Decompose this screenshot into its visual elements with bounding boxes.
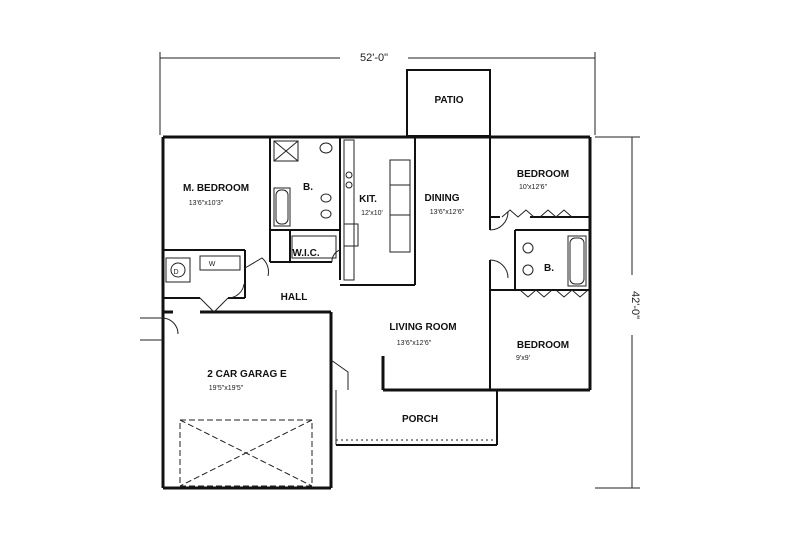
sink-icon	[320, 193, 332, 203]
kitchen: KIT. 12'x10'	[359, 194, 383, 217]
master-bedroom: M. BEDROOM 13'6"x10'3"	[183, 183, 249, 207]
walk-in-closet-label: W.I.C.	[292, 248, 319, 259]
living-room-size: 13'6"x12'6"	[397, 340, 432, 347]
dining: DINING 13'6"x12'6"	[425, 193, 465, 216]
width-dimension-label: 52'-0"	[360, 52, 388, 64]
bedroom-1-size: 10'x12'6"	[519, 184, 548, 191]
bedroom-1: BEDROOM 10'x12'6"	[517, 169, 569, 191]
kitchen-label: KIT.	[359, 194, 377, 205]
kitchen-island	[389, 159, 411, 253]
doors	[140, 211, 509, 390]
door-icon	[199, 297, 229, 313]
stove-burner-icon	[345, 181, 353, 189]
door-icon	[330, 359, 349, 390]
kitchen-counter	[343, 139, 355, 281]
width-dimension: 52'-0"	[159, 50, 596, 135]
door-icon	[489, 211, 509, 231]
dining-label: DINING	[425, 193, 460, 204]
garage-entry-door-icon	[162, 317, 179, 335]
washer-icon	[199, 255, 241, 271]
sink-icon	[522, 242, 534, 254]
kitchen-size: 12'x10'	[361, 210, 383, 217]
living-room: LIVING ROOM 13'6"x12'6"	[389, 322, 456, 347]
porch: PORCH	[335, 390, 498, 446]
interior-walls	[163, 137, 590, 390]
toilet-icon	[522, 264, 534, 276]
refrigerator-icon	[343, 223, 359, 247]
door-icon	[489, 259, 509, 279]
porch-label: PORCH	[402, 414, 438, 425]
sink-icon	[320, 209, 332, 219]
toilet-icon	[319, 142, 333, 154]
patio: PATIO	[406, 69, 491, 137]
exterior-walls	[161, 135, 592, 490]
depth-dimension-label: 42'-0"	[629, 291, 641, 319]
bedroom-2-label: BEDROOM	[517, 340, 569, 351]
living-room-label: LIVING ROOM	[389, 322, 456, 333]
stove-burner-icon	[345, 171, 353, 179]
dryer-label: D	[173, 269, 178, 276]
bathtub-icon	[273, 187, 291, 227]
hall-bath-label: B.	[544, 263, 554, 274]
dryer-icon	[165, 257, 191, 283]
depth-dimension: 42'-0"	[595, 136, 641, 489]
patio-label: PATIO	[434, 95, 463, 106]
bathtub-icon	[567, 235, 587, 287]
washer-label: W	[209, 261, 216, 268]
fixtures: W D	[165, 139, 589, 298]
shower-icon	[273, 140, 299, 162]
garage-size: 19'5"x19'5"	[209, 385, 244, 392]
garage-label: 2 CAR GARAG E	[207, 369, 287, 380]
master-bath-label: B.	[303, 182, 313, 193]
hall-label: HALL	[281, 292, 308, 303]
garage: 2 CAR GARAG E 19'5"x19'5"	[207, 369, 287, 392]
garage-door	[179, 419, 313, 487]
master-bedroom-size: 13'6"x10'3"	[189, 200, 224, 207]
bedroom-2: BEDROOM 9'x9'	[516, 340, 569, 362]
master-bedroom-label: M. BEDROOM	[183, 183, 249, 194]
door-icon	[244, 257, 269, 277]
bedroom-2-size: 9'x9'	[516, 355, 530, 362]
dining-size: 13'6"x12'6"	[430, 209, 465, 216]
bedroom-1-label: BEDROOM	[517, 169, 569, 180]
